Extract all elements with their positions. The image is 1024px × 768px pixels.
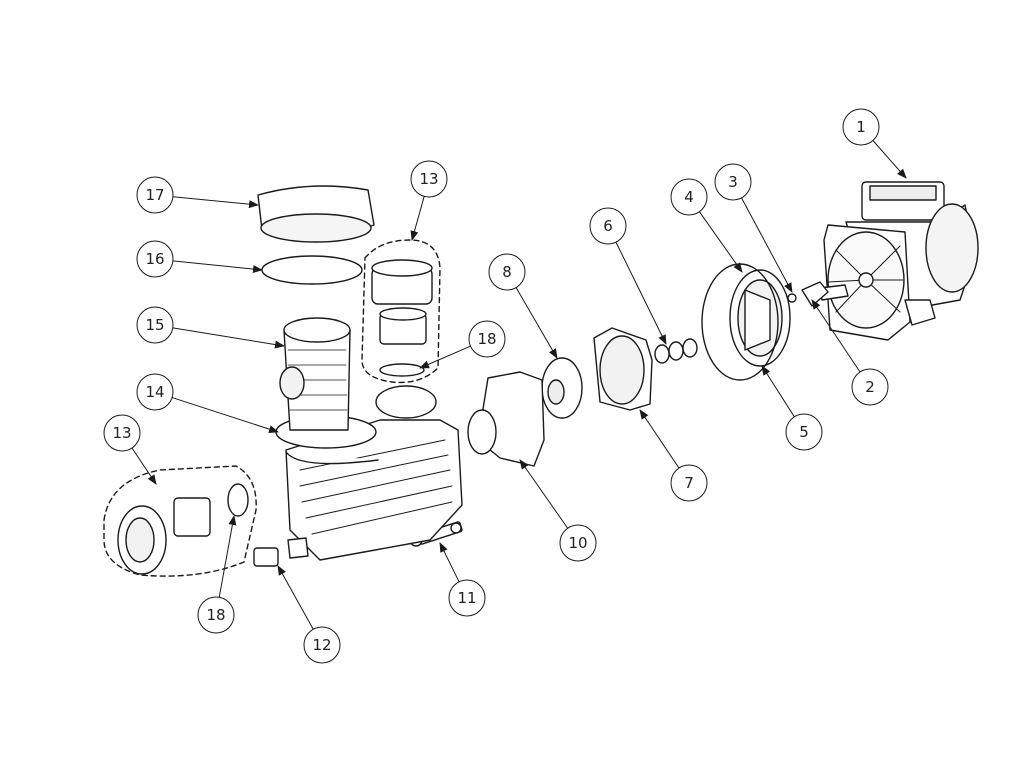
callout-c2: 2: [811, 299, 889, 406]
callout-number: 15: [145, 316, 164, 334]
callout-circle: [488, 253, 526, 291]
callout-leader-line: [515, 287, 558, 359]
callout-circle: [136, 240, 174, 278]
callout-c6: 6: [589, 207, 667, 345]
callout-c13b: 13: [103, 414, 157, 485]
callout-leader-line: [698, 211, 743, 273]
callout-circle: [303, 626, 341, 664]
part-union-left: [103, 465, 257, 577]
callout-c15: 15: [136, 306, 285, 349]
callout-leader-line: [277, 565, 314, 630]
callout-leader-line: [172, 196, 259, 209]
callout-c10: 10: [519, 459, 597, 562]
callout-circle: [842, 108, 880, 146]
callout-number: 18: [206, 606, 225, 624]
part-mechanical-seal: [654, 338, 698, 364]
part-motor: [819, 181, 979, 341]
callout-number: 6: [603, 217, 613, 235]
callout-number: 8: [502, 263, 512, 281]
part-lid: [257, 185, 375, 243]
part-diffuser: [593, 327, 653, 411]
callout-leader-line: [172, 327, 285, 349]
part-drain-plug: [253, 537, 309, 567]
callout-c18b: 18: [197, 515, 237, 634]
callout-leader-line: [872, 140, 907, 179]
callout-c4: 4: [670, 178, 743, 273]
callout-c18a: 18: [419, 320, 506, 369]
callout-number: 10: [568, 534, 587, 552]
callout-number: 11: [457, 589, 476, 607]
callout-circle: [410, 160, 448, 198]
callout-number: 18: [477, 330, 496, 348]
part-strainer-basket: [279, 317, 351, 431]
part-lid-o-ring: [261, 255, 363, 285]
callout-circle: [589, 207, 627, 245]
callout-circle: [136, 373, 174, 411]
callout-number: 3: [728, 173, 738, 191]
callout-leader-line: [615, 241, 667, 345]
callout-leader-line: [419, 345, 471, 369]
callout-circle: [714, 163, 752, 201]
part-union-top: [361, 239, 441, 384]
callout-c1: 1: [842, 108, 907, 179]
callout-number: 14: [145, 383, 164, 401]
callout-c8: 8: [488, 253, 558, 359]
callout-leader-line: [639, 409, 680, 469]
callout-leader-line: [218, 515, 237, 598]
callout-leader-line: [410, 196, 425, 241]
callout-circle: [103, 414, 141, 452]
callout-circle: [468, 320, 506, 358]
callout-c7: 7: [639, 409, 708, 502]
part-pump-housing: [285, 385, 463, 561]
callout-c13a: 13: [410, 160, 448, 241]
callout-leader-line: [172, 260, 263, 274]
callout-leader-line: [439, 542, 460, 583]
callout-circle: [197, 596, 235, 634]
callout-circle: [851, 368, 889, 406]
callout-number: 13: [419, 170, 438, 188]
callout-c5: 5: [761, 365, 823, 451]
part-seal-plate: [729, 269, 791, 367]
callout-number: 4: [684, 188, 694, 206]
callout-number: 13: [112, 424, 131, 442]
callout-circle: [670, 464, 708, 502]
callout-number: 16: [145, 250, 164, 268]
callout-leader-line: [131, 447, 157, 485]
callout-c12: 12: [277, 565, 341, 664]
callout-number: 5: [799, 423, 809, 441]
callout-c14: 14: [136, 373, 279, 434]
part-shaft-seal: [787, 281, 829, 307]
callout-circle: [785, 413, 823, 451]
callout-leader-line: [811, 299, 861, 373]
callout-leader-line: [761, 365, 795, 418]
callout-circle: [448, 579, 486, 617]
part-volute: [467, 371, 545, 467]
callout-circle: [670, 178, 708, 216]
callout-circle: [136, 176, 174, 214]
callout-number: 17: [145, 186, 164, 204]
callout-c16: 16: [136, 240, 263, 278]
callout-c17: 17: [136, 176, 259, 214]
callout-number: 12: [312, 636, 331, 654]
callout-circle: [136, 306, 174, 344]
callout-c11: 11: [439, 542, 486, 617]
callout-c3: 3: [714, 163, 793, 293]
callout-number: 7: [684, 474, 694, 492]
callout-leader-line: [519, 459, 569, 529]
part-impeller: [541, 357, 583, 419]
callout-number: 1: [856, 118, 866, 136]
callout-leader-line: [741, 197, 793, 293]
callout-leader-line: [171, 397, 279, 434]
callout-circle: [559, 524, 597, 562]
callout-number: 2: [865, 378, 875, 396]
